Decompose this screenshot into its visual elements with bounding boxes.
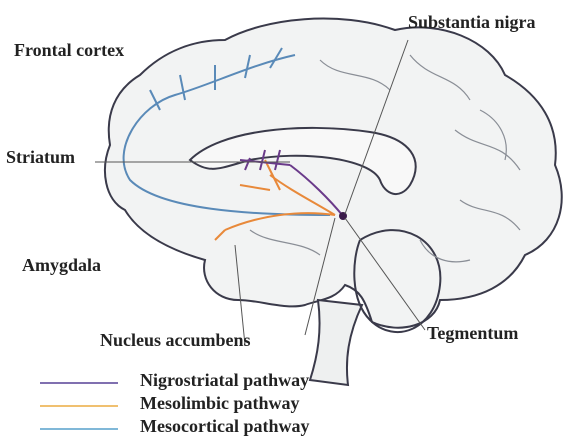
tegmentum-label: Tegmentum	[427, 323, 518, 344]
amygdala-label: Amygdala	[22, 255, 101, 276]
nucleus-accumbens-label: Nucleus accumbens	[100, 330, 251, 351]
substantia-nigra-label: Substantia nigra	[408, 12, 536, 33]
brainstem	[310, 300, 362, 385]
legend-swatch-mesocortical	[40, 428, 118, 430]
legend-label-mesolimbic: Mesolimbic pathway	[140, 393, 300, 414]
legend-label-nigrostriatal: Nigrostriatal pathway	[140, 370, 309, 391]
legend-swatch-mesolimbic	[40, 405, 118, 407]
striatum-label: Striatum	[6, 147, 75, 168]
brain-outline	[105, 19, 562, 328]
legend-swatch-nigrostriatal	[40, 382, 118, 384]
legend-label-mesocortical: Mesocortical pathway	[140, 416, 309, 437]
frontal-cortex-label: Frontal cortex	[14, 40, 124, 61]
